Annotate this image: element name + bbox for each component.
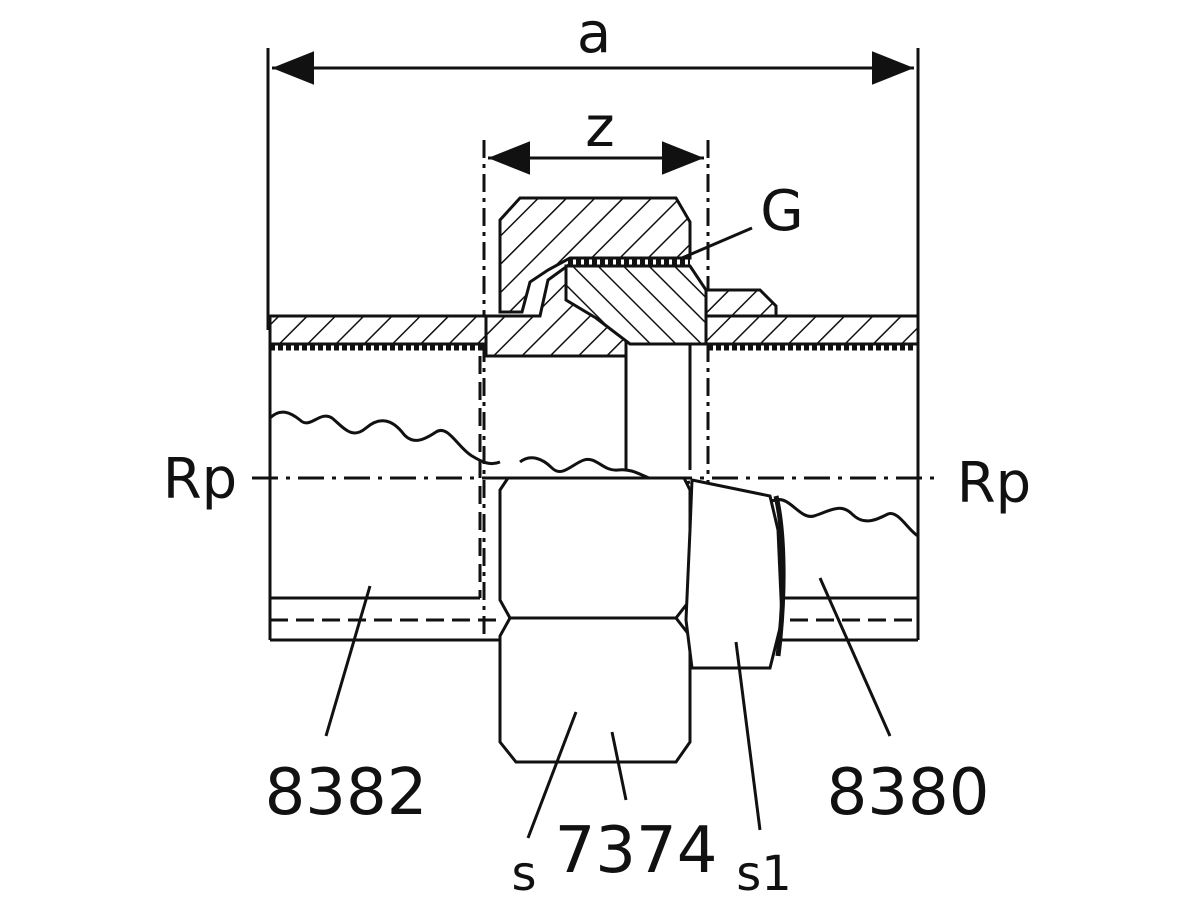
part-7374-label: 7374 <box>555 814 718 888</box>
wrench-s-label: s <box>511 846 536 900</box>
part-8382-label: 8382 <box>265 756 428 830</box>
dimension-a <box>266 48 920 330</box>
left-tail-body <box>268 344 501 642</box>
part-8380-label: 8380 <box>827 756 990 830</box>
left-pipe-wall <box>268 314 488 351</box>
union-nut-section <box>498 196 692 314</box>
bore-lines <box>624 344 692 470</box>
dimension-a-label: a <box>577 1 611 66</box>
wrench-s1-label: s1 <box>736 846 792 900</box>
s1-hex-edge <box>773 495 786 657</box>
union-nut-hex <box>498 476 692 764</box>
thread-g-label: G <box>760 179 803 244</box>
rp-left-label: Rp <box>163 447 237 512</box>
g-leader-line <box>681 226 753 260</box>
right-pipe-wall <box>704 314 920 351</box>
s1-hex <box>684 478 784 670</box>
leader-lines <box>324 577 892 839</box>
right-tail-section <box>564 264 708 346</box>
right-shoulder-section <box>704 288 778 318</box>
rp-right-label: Rp <box>957 451 1031 516</box>
dimension-z-label: z <box>585 95 614 160</box>
